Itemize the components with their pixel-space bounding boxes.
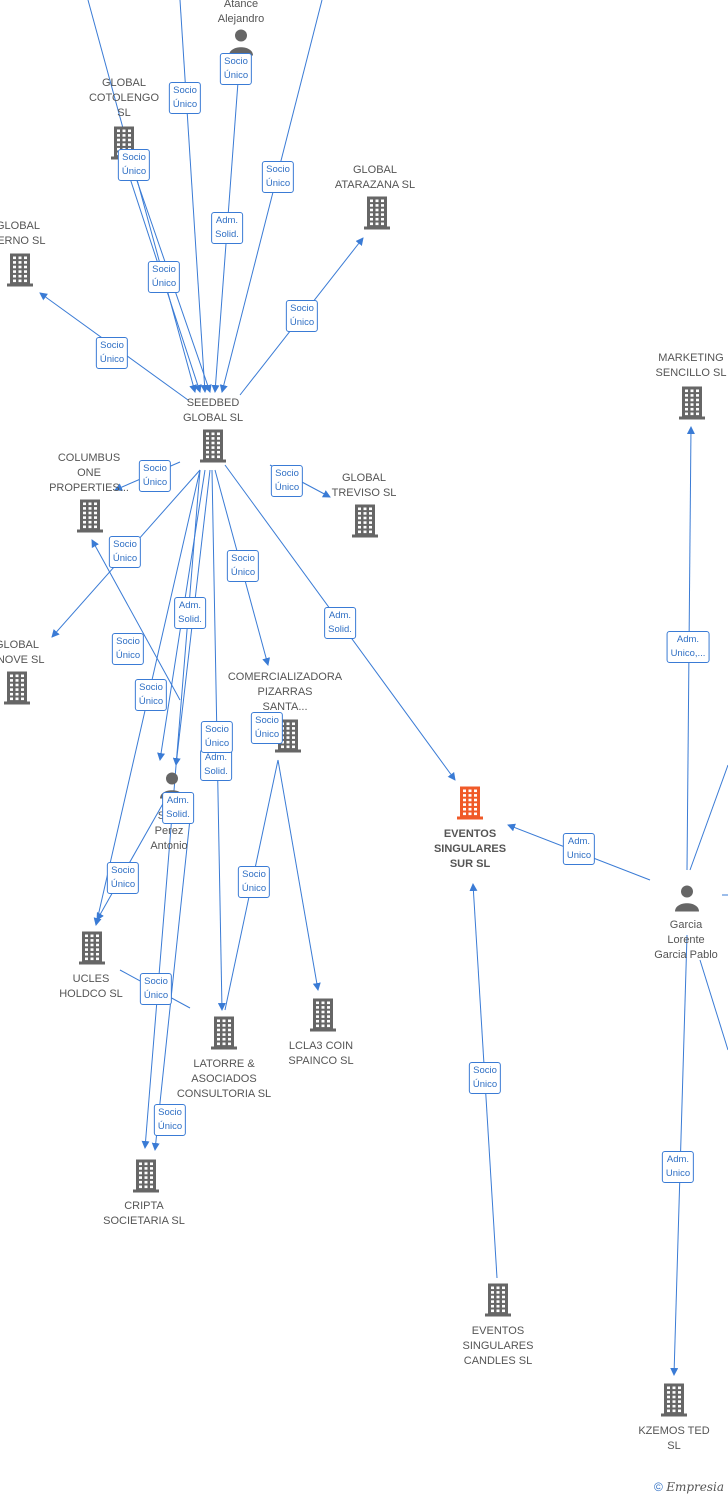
building-icon[interactable] [7, 253, 33, 292]
relation-label[interactable]: Adm. Solid. [162, 792, 194, 824]
building-icon[interactable] [364, 196, 390, 235]
node-label-atarazana[interactable]: GLOBAL ATARAZANA SL [334, 164, 416, 191]
relation-label[interactable]: Adm. Unico [562, 833, 596, 865]
node-label-ucles[interactable]: UCLES HOLDCO SL [59, 973, 123, 1000]
relation-label[interactable]: Socio Único [108, 536, 142, 568]
building-icon[interactable] [200, 429, 226, 468]
node-label-terno[interactable]: GLOBAL TERNO SL [0, 220, 46, 247]
relation-label[interactable]: Socio Único [106, 862, 140, 894]
relation-edge [87, 0, 198, 393]
relation-label[interactable]: Socio Único [285, 300, 319, 332]
node-label-treviso[interactable]: GLOBAL TREVISO SL [331, 472, 397, 499]
node-label-columbus[interactable]: COLUMBUS ONE PROPERTIES... [49, 452, 129, 494]
relation-edge [96, 799, 166, 921]
relation-label[interactable]: Adm. Unico,... [666, 631, 710, 663]
relation-label[interactable]: Socio Único [237, 866, 271, 898]
building-icon[interactable] [133, 1159, 159, 1198]
building-icon[interactable] [679, 386, 705, 425]
footer-brand: © Empresia [654, 1480, 724, 1494]
brand-name: Empresia [666, 1480, 724, 1494]
relation-label[interactable]: Socio Único [134, 679, 168, 711]
relation-edge [91, 539, 181, 701]
node-label-marketing[interactable]: MARKETING SENCILLO SL [655, 352, 727, 379]
node-label-latorre[interactable]: LATORRE & ASOCIADOS CONSULTORIA SL [176, 1058, 272, 1100]
relation-label[interactable]: Socio Único [226, 550, 260, 582]
relation-label[interactable]: Socio Único [168, 82, 202, 114]
node-label-seedbed[interactable]: SEEDBED GLOBAL SL [182, 397, 244, 424]
building-icon[interactable] [275, 719, 301, 758]
relation-edge [151, 799, 193, 1151]
building-icon[interactable] [485, 1283, 511, 1322]
node-label-cripta[interactable]: CRIPTA SOCIETARIA SL [103, 1200, 185, 1227]
building-icon[interactable] [79, 931, 105, 970]
node-label-comercializadora[interactable]: COMERCIALIZADORA PIZARRAS SANTA... [227, 671, 343, 713]
relation-edge [219, 0, 323, 393]
relation-label[interactable]: Socio Único [468, 1062, 502, 1094]
building-icon[interactable] [661, 1383, 687, 1422]
building-icon[interactable] [4, 671, 30, 710]
node-label-cotolengo[interactable]: GLOBAL COTOLENGO SL [88, 77, 160, 119]
relation-edge [277, 759, 321, 991]
relation-edge [689, 764, 728, 871]
relation-label[interactable]: Socio Único [219, 53, 253, 85]
person-icon[interactable] [673, 884, 701, 917]
relation-label[interactable]: Adm. Solid. [174, 597, 206, 629]
relation-label[interactable]: Adm. Solid. [211, 212, 243, 244]
building-icon[interactable] [352, 504, 378, 543]
relation-label[interactable]: Socio Único [117, 149, 151, 181]
relation-label[interactable]: Adm. Solid. [200, 749, 232, 781]
building-icon[interactable] [457, 786, 483, 825]
relation-label[interactable]: Socio Único [200, 721, 234, 753]
relation-label[interactable]: Socio Único [138, 460, 172, 492]
building-icon[interactable] [310, 998, 336, 1037]
node-label-kzemos[interactable]: KZEMOS TED SL [638, 1425, 710, 1452]
relation-label[interactable]: Socio Único [250, 712, 284, 744]
relation-label[interactable]: Socio Único [139, 973, 173, 1005]
building-icon[interactable] [77, 499, 103, 538]
relation-edge [179, 0, 209, 393]
relation-label[interactable]: Socio Único [147, 261, 181, 293]
node-label-lcla3[interactable]: LCLA3 COIN SPAINCO SL [288, 1040, 354, 1067]
node-label-garcia[interactable]: Garcia Lorente Garcia Pablo [654, 919, 718, 961]
node-label-enove[interactable]: GLOBAL ENOVE SL [0, 639, 45, 666]
relation-label[interactable]: Socio Único [111, 633, 145, 665]
relation-label[interactable]: Adm. Solid. [324, 607, 356, 639]
relation-label[interactable]: Socio Único [153, 1104, 187, 1136]
relation-label[interactable]: Socio Único [270, 465, 304, 497]
copyright-icon: © [654, 1480, 663, 1494]
node-label-atance[interactable]: Atance Alejandro [217, 0, 265, 25]
relation-edge [699, 959, 728, 1051]
relation-label[interactable]: Adm. Unico [661, 1151, 695, 1183]
relation-label[interactable]: Socio Único [261, 161, 295, 193]
node-label-eventos-sur[interactable]: EVENTOS SINGULARES SUR SL [433, 828, 507, 870]
node-label-eventos-candles[interactable]: EVENTOS SINGULARES CANDLES SL [462, 1325, 534, 1367]
building-icon[interactable] [211, 1016, 237, 1055]
relation-label[interactable]: Socio Único [95, 337, 129, 369]
